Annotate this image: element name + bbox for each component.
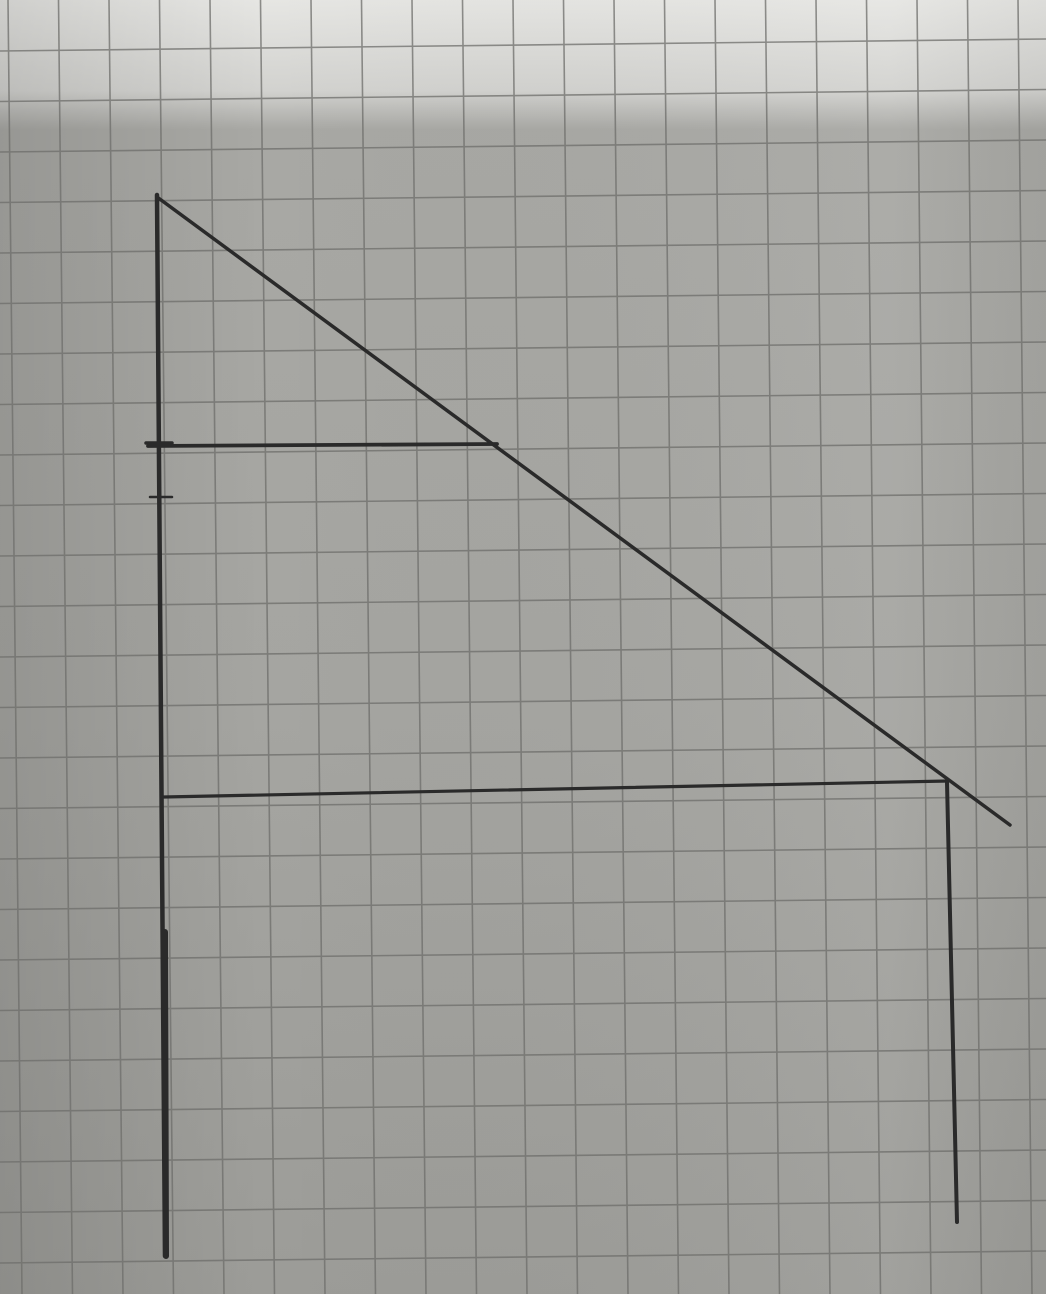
grid-line-vertical — [259, 0, 276, 1294]
right-vertical-line — [945, 780, 959, 1224]
grid-line-vertical — [613, 0, 629, 1294]
grid-line-vertical — [764, 0, 781, 1294]
grid-line-horizontal — [0, 896, 1046, 911]
grid-line-horizontal — [0, 88, 1046, 103]
grid-line-horizontal — [0, 1149, 1046, 1163]
grid-line-vertical — [360, 0, 377, 1294]
grid-line-horizontal — [0, 1199, 1046, 1214]
grid-line-horizontal — [0, 997, 1046, 1012]
grid-line-horizontal — [0, 492, 1046, 507]
grid-line-vertical — [57, 0, 74, 1294]
grid-line-vertical — [411, 0, 427, 1294]
grid-line-vertical — [714, 0, 730, 1294]
grid-line-vertical — [1017, 0, 1033, 1294]
grid-line-horizontal — [0, 745, 1046, 759]
pencil-drawing — [144, 192, 1012, 1259]
grid-line-horizontal — [0, 290, 1046, 305]
grid-line-horizontal — [0, 795, 1046, 810]
grid-line-horizontal — [0, 644, 1046, 658]
grid-line-horizontal — [0, 391, 1046, 406]
grid-line-horizontal — [0, 947, 1046, 961]
left-vertical-line-overstroke — [162, 929, 169, 1259]
grid-line-horizontal — [0, 240, 1046, 254]
lower-horizontal-line — [162, 779, 950, 799]
grid-line-vertical — [158, 0, 175, 1294]
grid-line-horizontal — [0, 341, 1046, 355]
grid-line-horizontal — [0, 846, 1046, 860]
upper-horizontal-line — [146, 442, 499, 448]
grid-line-vertical — [562, 0, 579, 1294]
grid-line-vertical — [461, 0, 478, 1294]
grid-line-horizontal — [0, 593, 1046, 608]
grid-line-vertical — [512, 0, 528, 1294]
grid-line-vertical — [310, 0, 326, 1294]
grid-line-vertical — [663, 0, 680, 1294]
grid-line-horizontal — [0, 1098, 1046, 1113]
grid-line-horizontal — [0, 1048, 1046, 1062]
grid-line-horizontal — [0, 442, 1046, 456]
grid-line-horizontal — [0, 694, 1046, 709]
diagonal-line — [155, 195, 1012, 827]
grid-line-vertical — [966, 0, 983, 1294]
grid-line-vertical — [209, 0, 225, 1294]
grid-line-vertical — [7, 0, 23, 1294]
grid-line-horizontal — [0, 189, 1046, 204]
grid-line-horizontal — [0, 1250, 1046, 1264]
grid-line-horizontal — [0, 139, 1046, 153]
grid-line-vertical — [108, 0, 124, 1294]
grid-line-horizontal — [0, 38, 1046, 52]
grid-line-horizontal — [0, 543, 1046, 557]
